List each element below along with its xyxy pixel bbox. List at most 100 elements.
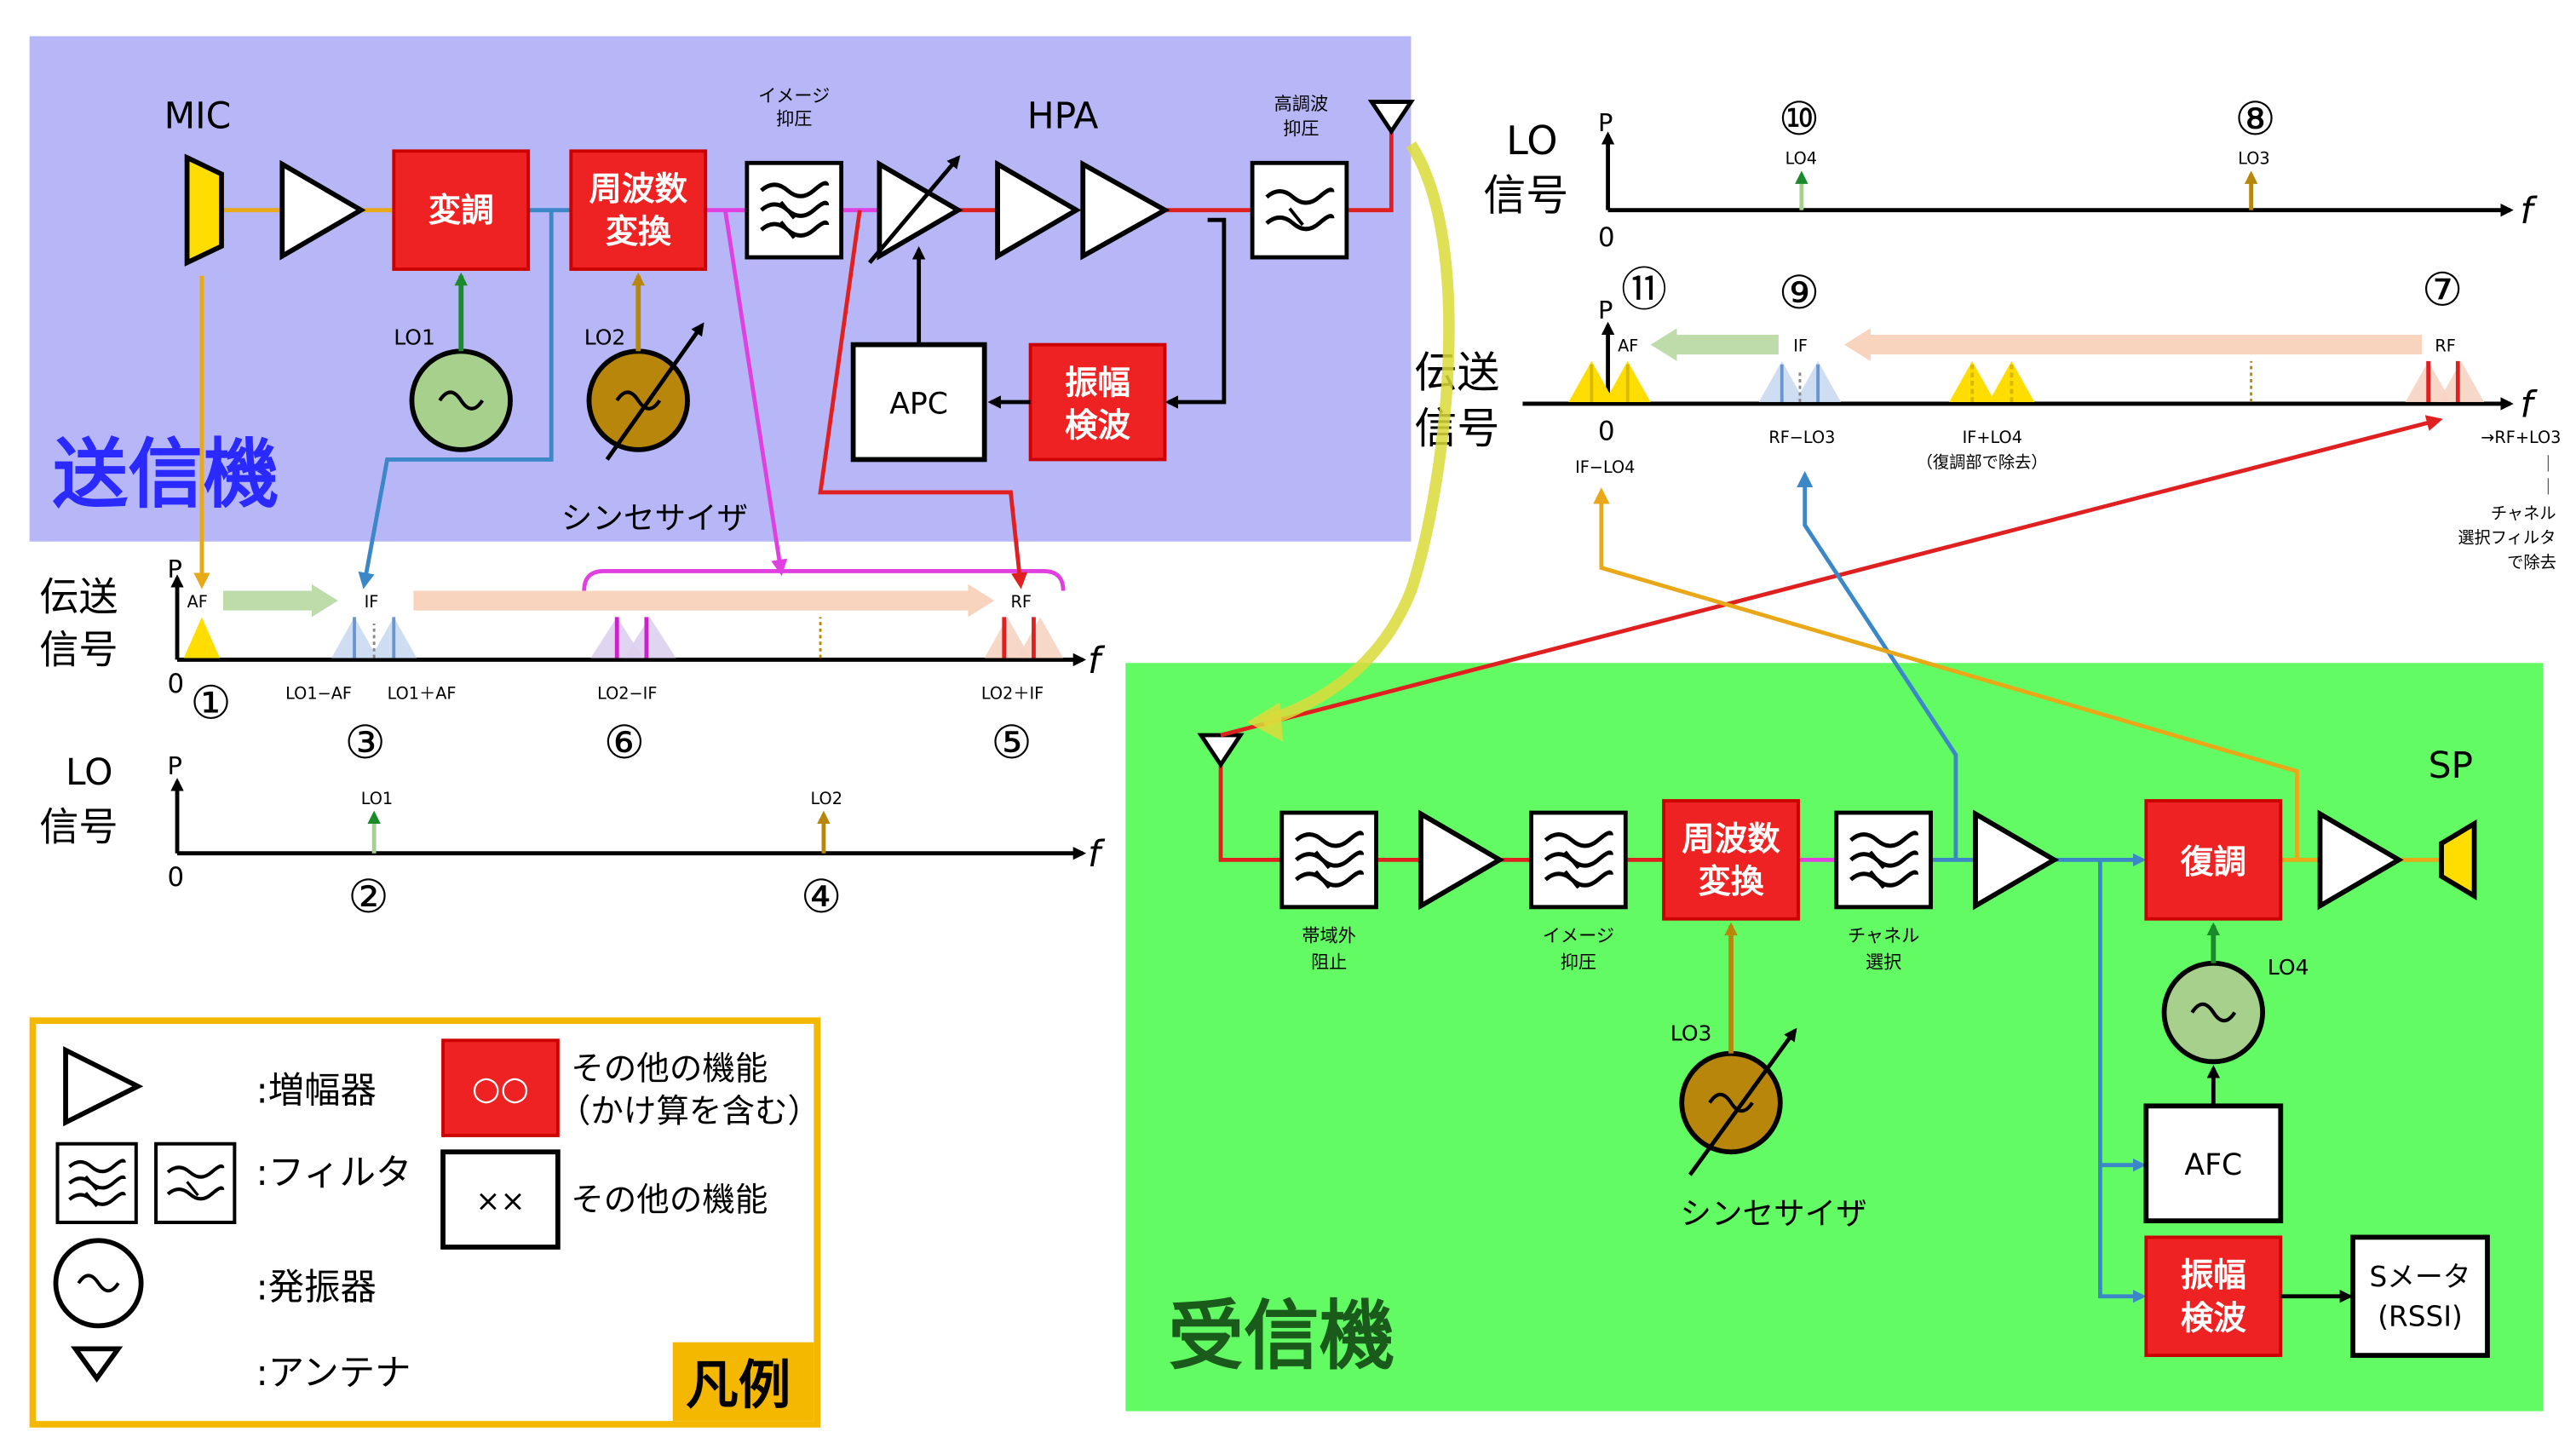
variable-amplifier-icon: [877, 159, 963, 261]
legend-red-block-label: ○○: [472, 1070, 529, 1108]
lo2-label: LO2: [584, 325, 626, 350]
tx-image-label-1: イメージ: [758, 85, 830, 106]
tx-spec-zero: 0: [167, 669, 184, 699]
tx-spec-lo1-plus-af: LO1＋AF: [388, 684, 457, 704]
rx-synth-label: シンセサイザ: [1680, 1195, 1866, 1232]
rx-spec-ch-3: で除去: [2507, 553, 2556, 572]
tx-lo-lo1: LO1: [361, 789, 393, 808]
demod-label: 復調: [2180, 843, 2246, 882]
amplifier-icon: [63, 1046, 144, 1127]
tx-amp-label-1: 振幅: [1065, 364, 1130, 402]
rx-amp-label-2: 検波: [2181, 1299, 2247, 1337]
tx-lo-p: P: [167, 751, 181, 780]
rx-spec-rf: RF: [2435, 336, 2455, 355]
ch-label-2: 選択: [1866, 952, 1901, 973]
rx-lo-lo3: LO3: [2238, 149, 2269, 169]
rx-spectrum-chart: 伝送 信号 P 0 f AF IF RF ⑪ ⑨: [1414, 262, 2561, 572]
demodulator-block: [2144, 799, 2283, 921]
legend-antenna: :アンテナ: [256, 1352, 411, 1394]
harmonic-filter-icon: [1252, 163, 1348, 258]
tx-spec-p: P: [167, 555, 181, 584]
band-filter-icon: [1281, 813, 1377, 908]
legend-amp: :増幅器: [256, 1069, 376, 1111]
rx-spec-ch-1: チャネル: [2491, 503, 2556, 523]
rx-spec-bar-1: ｜: [2540, 454, 2556, 474]
legend-title: 凡例: [686, 1354, 791, 1416]
rx-conv-label-1: 周波数: [1682, 820, 1780, 859]
tx-amp-detect-block: [1028, 342, 1167, 462]
rx-spec-if-plus-lo4: IF+LO4: [1963, 428, 2022, 447]
transmitter-panel: [29, 36, 1412, 542]
smeter-label-2: (RSSI): [2378, 1300, 2463, 1332]
tx-lo-chart: LO 信号 P 0 f LO1 LO2 ② ④: [39, 751, 1106, 923]
legend-white-block-label: ××: [475, 1185, 525, 1219]
smeter-label-1: Sメータ: [2370, 1261, 2471, 1293]
bpf-label-2: 阻止: [1311, 952, 1347, 973]
rx-spec-zero: 0: [1598, 416, 1615, 446]
rx-spec-p: P: [1598, 296, 1613, 325]
sp-label: SP: [2429, 745, 2473, 786]
transmitter-title: 送信機: [53, 431, 279, 519]
modulator-block: [392, 149, 531, 271]
tx-spec-rf: RF: [1010, 592, 1031, 612]
harm-label-1: 高調波: [1274, 93, 1329, 114]
legend-filter: :フィルタ: [256, 1152, 411, 1193]
rx-lo-title-2: 信号: [1483, 171, 1568, 221]
lo3-label: LO3: [1670, 1021, 1712, 1045]
legend-osc: :発振器: [256, 1267, 376, 1308]
legend-white-desc: その他の機能: [571, 1182, 768, 1220]
tx-spectrum-chart: 伝送 信号 P 0 f AF IF RF LO1−AF L: [39, 555, 1106, 769]
filter-icon: [156, 1143, 235, 1222]
audio-amplifier-icon: [2317, 809, 2404, 911]
filter-icon: [746, 163, 842, 258]
hpa-amplifier-icon-1: [995, 159, 1082, 261]
rx-lo-n10: ⑩: [1779, 92, 1820, 146]
tx-lo-title-2: 信号: [39, 803, 118, 849]
tx-conv-label-1: 周波数: [589, 170, 687, 209]
modulator-label: 変調: [428, 192, 494, 230]
hpa-amplifier-icon-2: [1080, 159, 1170, 261]
rx-amp-detect-block: [2144, 1235, 2283, 1358]
filter-icon: [57, 1143, 136, 1222]
tx-spec-lo2-plus-if: LO2＋IF: [981, 684, 1044, 704]
harm-label-2: 抑圧: [1283, 118, 1319, 139]
bpf-label-1: 帯域外: [1302, 925, 1356, 946]
tx-spec-title-2: 信号: [39, 626, 118, 672]
tx-lo-title-1: LO: [66, 751, 112, 793]
tx-lo-f: f: [1088, 833, 1106, 875]
lo4-label: LO4: [2268, 955, 2309, 980]
rx-antenna-icon: [1197, 733, 1245, 769]
rx-spec-title-2: 信号: [1414, 404, 1499, 453]
tx-spec-lo1-minus-af: LO1−AF: [285, 684, 352, 704]
legend-red-block: [441, 1038, 560, 1137]
tx-spec-af: AF: [187, 592, 208, 612]
rx-spec-n9: ⑨: [1779, 266, 1820, 319]
rx-amp-label-1: 振幅: [2181, 1256, 2246, 1295]
rx-spec-rf-plus-lo3: →RF+LO3: [2481, 428, 2561, 447]
tx-image-label-2: 抑圧: [776, 108, 812, 129]
rx-image-label-1: イメージ: [1543, 925, 1614, 946]
rx-conv-label-2: 変換: [1699, 863, 1765, 901]
rx-spec-rf-minus-lo3: RF−LO3: [1768, 428, 1835, 447]
rx-amplifier-icon: [1418, 809, 1505, 911]
rx-spec-bar-2: ｜: [2540, 477, 2556, 497]
rx-spec-title-1: 伝送: [1414, 348, 1499, 398]
afc-block: [2143, 1103, 2284, 1224]
tx-spec-f: f: [1088, 640, 1106, 681]
rx-image-label-2: 抑圧: [1561, 952, 1596, 973]
amplifier-icon: [279, 159, 366, 261]
tx-spec-n5: ⑤: [991, 716, 1032, 769]
rx-lo-n8: ⑧: [2234, 92, 2275, 146]
rx-spec-if-minus-lo4: IF−LO4: [1575, 457, 1635, 477]
speaker-icon: [2439, 819, 2477, 900]
rx-spec-af: AF: [1618, 336, 1638, 355]
rx-spec-n7: ⑦: [2422, 262, 2463, 316]
rx-spec-ch-2: 選択フィルタ: [2458, 528, 2556, 548]
rx-spec-removed-demod: （復調部で除去）: [1917, 452, 2048, 472]
tx-spec-n6: ⑥: [604, 716, 645, 769]
tx-spec-n3: ③: [344, 716, 385, 769]
rx-lo-p: P: [1598, 108, 1613, 137]
legend-red-desc-1: その他の機能: [571, 1050, 768, 1089]
tx-spec-n1: ①: [190, 676, 231, 730]
mic-label: MIC: [164, 95, 232, 136]
